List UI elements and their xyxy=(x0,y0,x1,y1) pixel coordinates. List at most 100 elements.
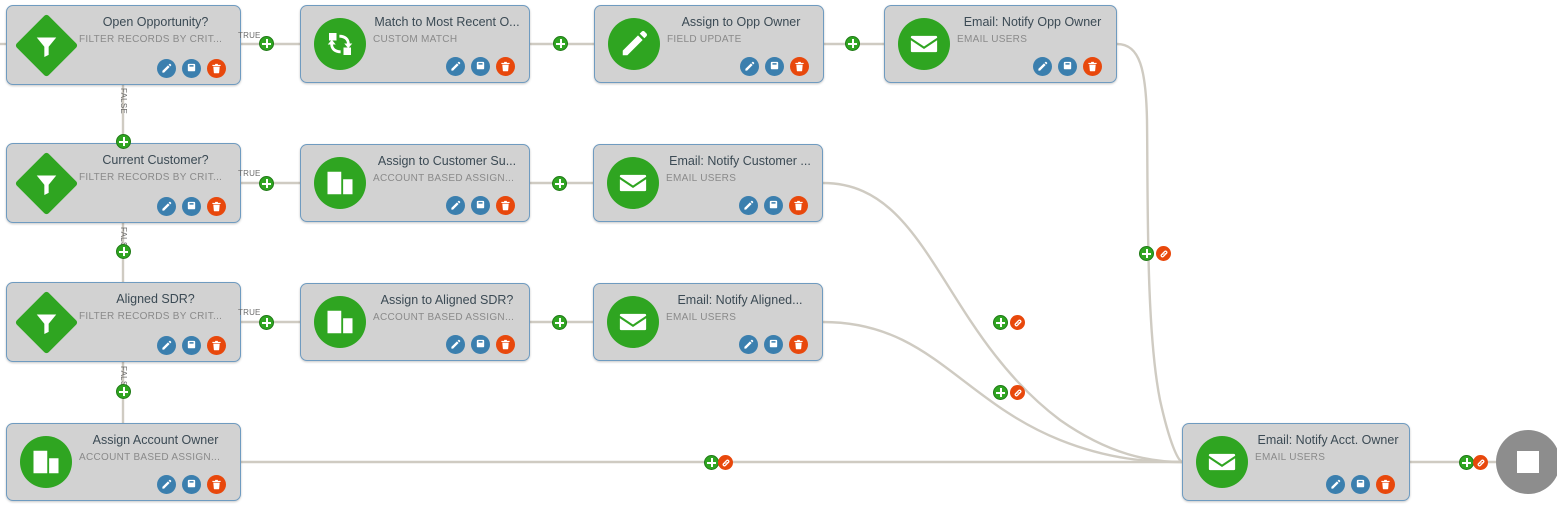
node-subtitle: FILTER RECORDS BY CRIT... xyxy=(79,34,223,45)
node-title: Assign to Aligned SDR? xyxy=(380,293,514,307)
edit-node-button[interactable] xyxy=(740,57,759,76)
pencil-icon xyxy=(744,339,754,349)
edit-node-button[interactable] xyxy=(157,197,176,216)
add-step-r3c2[interactable] xyxy=(552,315,567,330)
duplicate-node-button[interactable] xyxy=(471,335,490,354)
edit-node-button[interactable] xyxy=(1033,57,1052,76)
link-connector-merge-mid[interactable] xyxy=(1010,315,1025,330)
add-step-r3c1[interactable] xyxy=(259,315,274,330)
trash-icon xyxy=(212,201,221,212)
add-step-r2c1[interactable] xyxy=(259,176,274,191)
add-step-r2c2[interactable] xyxy=(552,176,567,191)
duplicate-node-button[interactable] xyxy=(182,59,201,78)
copy-icon xyxy=(769,200,778,209)
link-icon xyxy=(1014,319,1021,326)
copy-icon xyxy=(1063,61,1072,70)
add-step-merge-mid[interactable] xyxy=(993,315,1008,330)
building-icon xyxy=(327,171,353,195)
node-subtitle: FILTER RECORDS BY CRIT... xyxy=(79,172,223,183)
add-step-r1c3[interactable] xyxy=(845,36,860,51)
duplicate-node-button[interactable] xyxy=(182,336,201,355)
duplicate-node-button[interactable] xyxy=(1351,475,1370,494)
workflow-node-aligned-sdr[interactable]: Aligned SDR?FILTER RECORDS BY CRIT... xyxy=(6,282,241,362)
trash-icon xyxy=(501,61,510,72)
add-step-bottom[interactable] xyxy=(704,455,719,470)
delete-node-button[interactable] xyxy=(207,197,226,216)
edit-node-button[interactable] xyxy=(157,59,176,78)
node-subtitle: EMAIL USERS xyxy=(1255,452,1326,463)
node-subtitle: FILTER RECORDS BY CRIT... xyxy=(79,311,223,322)
delete-node-button[interactable] xyxy=(1376,475,1395,494)
link-icon xyxy=(722,459,729,466)
delete-node-button[interactable] xyxy=(207,475,226,494)
add-step-merge-top[interactable] xyxy=(1139,246,1154,261)
add-step-end[interactable] xyxy=(1459,455,1474,470)
workflow-node-assign-aligned-sdr[interactable]: Assign to Aligned SDR?ACCOUNT BASED ASSI… xyxy=(300,283,530,361)
delete-node-button[interactable] xyxy=(207,59,226,78)
add-step-branch1[interactable] xyxy=(116,134,131,149)
delete-node-button[interactable] xyxy=(790,57,809,76)
diamond-badge xyxy=(14,290,78,354)
link-connector-merge-top[interactable] xyxy=(1156,246,1171,261)
node-actions xyxy=(446,57,515,76)
workflow-end-node[interactable] xyxy=(1496,430,1557,494)
node-title: Current Customer? xyxy=(102,153,209,167)
pencil-icon xyxy=(162,201,172,211)
node-title: Email: Notify Acct. Owner xyxy=(1257,433,1399,447)
duplicate-node-button[interactable] xyxy=(471,196,490,215)
add-step-merge-low[interactable] xyxy=(993,385,1008,400)
delete-node-button[interactable] xyxy=(789,335,808,354)
duplicate-node-button[interactable] xyxy=(182,197,201,216)
delete-node-button[interactable] xyxy=(207,336,226,355)
link-connector-merge-low[interactable] xyxy=(1010,385,1025,400)
circle-badge xyxy=(608,18,660,70)
circle-badge xyxy=(314,18,366,70)
node-title: Assign to Customer Su... xyxy=(377,154,517,168)
workflow-node-email-notify-aligned[interactable]: Email: Notify Aligned...EMAIL USERS xyxy=(593,283,823,361)
node-icon-wrapper xyxy=(14,151,78,215)
workflow-node-open-opportunity[interactable]: Open Opportunity?FILTER RECORDS BY CRIT.… xyxy=(6,5,241,85)
node-actions xyxy=(740,57,809,76)
delete-node-button[interactable] xyxy=(496,335,515,354)
delete-node-button[interactable] xyxy=(496,57,515,76)
workflow-node-match-most-recent[interactable]: Match to Most Recent O...CUSTOM MATCH xyxy=(300,5,530,83)
workflow-node-email-notify-customer[interactable]: Email: Notify Customer ...EMAIL USERS xyxy=(593,144,823,222)
edit-node-button[interactable] xyxy=(1326,475,1345,494)
workflow-node-current-customer[interactable]: Current Customer? FILTER RECORDS BY CRIT.… xyxy=(6,143,241,223)
link-connector-bottom[interactable] xyxy=(718,455,733,470)
edge-label-true: TRUE xyxy=(238,169,261,178)
add-step-branch2[interactable] xyxy=(116,244,131,259)
edit-node-button[interactable] xyxy=(157,475,176,494)
trash-icon xyxy=(501,339,510,350)
add-step-r1c2[interactable] xyxy=(553,36,568,51)
duplicate-node-button[interactable] xyxy=(471,57,490,76)
add-step-r1c1[interactable] xyxy=(259,36,274,51)
delete-node-button[interactable] xyxy=(1083,57,1102,76)
duplicate-node-button[interactable] xyxy=(764,335,783,354)
circle-badge xyxy=(20,436,72,488)
duplicate-node-button[interactable] xyxy=(765,57,784,76)
delete-node-button[interactable] xyxy=(496,196,515,215)
workflow-node-assign-customer-success[interactable]: Assign to Customer Su... ACCOUNT BASED AS… xyxy=(300,144,530,222)
node-actions xyxy=(739,335,808,354)
edit-node-button[interactable] xyxy=(157,336,176,355)
add-step-branch3[interactable] xyxy=(116,384,131,399)
edit-node-button[interactable] xyxy=(446,57,465,76)
edit-node-button[interactable] xyxy=(739,196,758,215)
node-subtitle: ACCOUNT BASED ASSIGN... xyxy=(373,173,515,184)
duplicate-node-button[interactable] xyxy=(1058,57,1077,76)
copy-icon xyxy=(187,63,196,72)
edit-node-button[interactable] xyxy=(446,196,465,215)
trash-icon xyxy=(794,200,803,211)
duplicate-node-button[interactable] xyxy=(182,475,201,494)
edit-node-button[interactable] xyxy=(446,335,465,354)
edit-node-button[interactable] xyxy=(739,335,758,354)
duplicate-node-button[interactable] xyxy=(764,196,783,215)
delete-node-button[interactable] xyxy=(789,196,808,215)
link-connector-end[interactable] xyxy=(1473,455,1488,470)
